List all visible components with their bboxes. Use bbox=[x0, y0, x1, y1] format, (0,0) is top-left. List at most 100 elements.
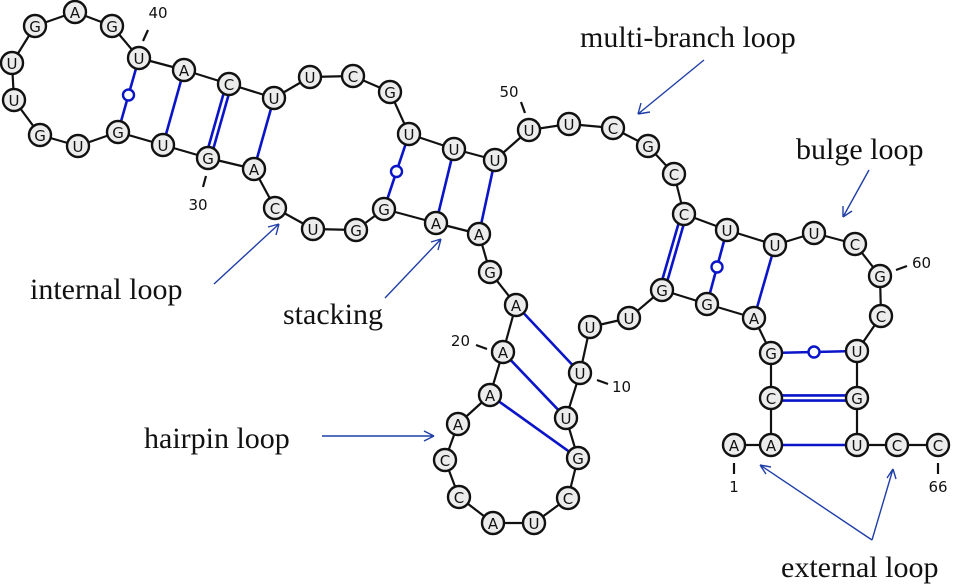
nucleotide-17: C bbox=[432, 447, 458, 473]
nucleotide-circle bbox=[297, 64, 323, 90]
nucleotide-55: C bbox=[671, 201, 697, 227]
wobble-pair-marker bbox=[710, 260, 724, 274]
nucleotide-circle bbox=[423, 210, 449, 236]
nucleotide-44: U bbox=[297, 64, 323, 90]
nucleotide-62: U bbox=[844, 338, 870, 364]
nucleotide-circle bbox=[171, 57, 197, 83]
position-tick bbox=[201, 175, 208, 188]
nucleotide-19: A bbox=[477, 382, 503, 408]
label-internal-loop: internal loop bbox=[30, 273, 182, 306]
nucleotide-letter: U bbox=[449, 141, 460, 159]
nucleotide-61: C bbox=[868, 303, 894, 329]
position-label-40: 40 bbox=[148, 4, 167, 22]
nucleotide-circle bbox=[62, 0, 88, 25]
nucleotide-circle bbox=[65, 133, 91, 159]
nucleotide-letter: G bbox=[642, 138, 654, 156]
nucleotide-22: G bbox=[477, 259, 503, 285]
nucleotide-32: G bbox=[105, 119, 131, 145]
label-hairpin-loop: hairpin loop bbox=[144, 422, 290, 455]
nucleotide-letter: A bbox=[511, 297, 522, 315]
nucleotide-circle bbox=[99, 13, 125, 39]
nucleotide-52: C bbox=[600, 115, 626, 141]
nucleotide-letter: A bbox=[70, 4, 81, 22]
label-bulge-loop: bulge loop bbox=[796, 133, 924, 166]
nucleotide-circle bbox=[466, 221, 492, 247]
nucleotide-36: U bbox=[0, 50, 25, 76]
annotation-layer: multi-branch loop bulge loop internal lo… bbox=[30, 21, 938, 584]
nucleotide-27: U bbox=[300, 216, 326, 242]
nucleotide-circle bbox=[844, 385, 870, 411]
nucleotide-letter: U bbox=[575, 365, 586, 383]
nucleotide-letter: C bbox=[679, 206, 689, 224]
wobble-pair-marker bbox=[807, 345, 821, 359]
nucleotide-letter: U bbox=[561, 410, 572, 428]
position-tick bbox=[519, 101, 527, 114]
nucleotide-34: G bbox=[27, 122, 53, 148]
nucleotide-circle bbox=[844, 432, 870, 458]
nucleotide-18: A bbox=[445, 411, 471, 437]
nucleotide-circle bbox=[516, 117, 542, 143]
nucleotide-10: U bbox=[567, 360, 593, 386]
nucleotide-letter: U bbox=[722, 222, 733, 240]
nucleotide-circle bbox=[842, 231, 868, 257]
nucleotide-50: U bbox=[516, 117, 542, 143]
label-stacking: stacking bbox=[283, 298, 383, 331]
arrow-multi-branch-loop bbox=[637, 59, 705, 115]
nucleotide-letter: A bbox=[729, 437, 740, 455]
nucleotide-48: U bbox=[441, 136, 467, 162]
nucleotide-65: C bbox=[884, 432, 910, 458]
position-tick bbox=[596, 378, 609, 386]
nucleotide-43: U bbox=[261, 85, 287, 111]
nucleotide-circle bbox=[577, 314, 603, 340]
nucleotide-letter: U bbox=[269, 90, 280, 108]
nucleotide-letter: G bbox=[701, 296, 713, 314]
nucleotide-circle bbox=[195, 145, 221, 171]
nucleotide-letter: U bbox=[852, 437, 863, 455]
nucleotide-letter: G bbox=[29, 18, 41, 36]
nucleotide-circle bbox=[694, 291, 720, 317]
nucleotide-20: A bbox=[490, 339, 516, 365]
position-label-60: 60 bbox=[912, 254, 931, 272]
nucleotide-letter: G bbox=[384, 84, 396, 102]
nucleotide-30: G bbox=[195, 145, 221, 171]
nucleotide-circle bbox=[801, 220, 827, 246]
nucleotide-56: U bbox=[714, 217, 740, 243]
position-tick bbox=[475, 343, 488, 351]
nucleotide-57: U bbox=[762, 232, 788, 258]
nucleotide-9: U bbox=[577, 314, 603, 340]
wobble-pair-marker bbox=[389, 164, 404, 179]
nucleotide-letter: C bbox=[933, 437, 943, 455]
nucleotide-54: C bbox=[661, 161, 687, 187]
nucleotide-circle bbox=[477, 382, 503, 408]
base-pair-gc-line bbox=[212, 94, 230, 149]
nucleotide-circle bbox=[661, 161, 687, 187]
nucleotide-45: C bbox=[340, 63, 366, 89]
label-external-loop: external loop bbox=[781, 551, 938, 584]
nucleotide-circle bbox=[1, 87, 27, 113]
position-label-30: 30 bbox=[188, 196, 207, 214]
arrow-external-loop-left bbox=[759, 464, 873, 541]
nucleotide-51: U bbox=[556, 111, 582, 137]
nucleotide-circle bbox=[371, 196, 397, 222]
nucleotide-letter: U bbox=[158, 137, 169, 155]
nucleotide-46: G bbox=[377, 79, 403, 105]
base-pair-au-line bbox=[480, 170, 494, 224]
nucleotide-letter: U bbox=[134, 50, 145, 68]
nucleotide-circle bbox=[714, 217, 740, 243]
nucleotide-4: G bbox=[758, 340, 784, 366]
nucleotide-12: G bbox=[565, 445, 591, 471]
nucleotide-letter: U bbox=[404, 126, 415, 144]
nucleotide-letter: C bbox=[224, 76, 234, 94]
nucleotide-circle bbox=[762, 232, 788, 258]
nucleotide-circle bbox=[22, 13, 48, 39]
nucleotide-circle bbox=[600, 115, 626, 141]
nucleotide-letter: G bbox=[656, 282, 668, 300]
nucleotide-letter: G bbox=[350, 222, 362, 240]
nucleotide-letter: C bbox=[876, 308, 886, 326]
nucleotide-circle bbox=[241, 156, 267, 182]
nucleotide-letter: G bbox=[851, 390, 863, 408]
base-pair-gc-line bbox=[666, 224, 685, 281]
nucleotide-circle bbox=[343, 217, 369, 243]
